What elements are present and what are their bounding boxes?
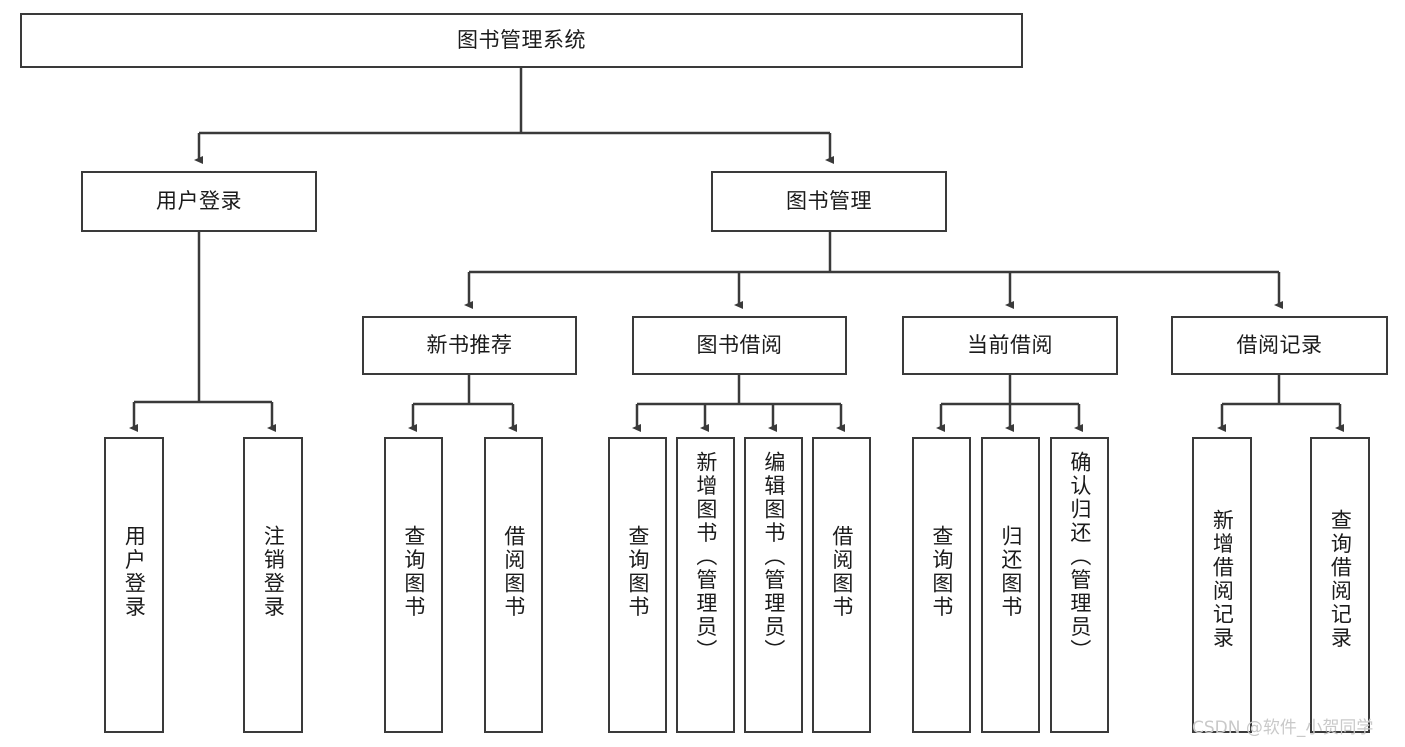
leaf-user-login-login[interactable]: 用户登录 bbox=[104, 437, 164, 733]
leaf-borrow-add-book-admin[interactable]: 新增图书（管理员） bbox=[676, 437, 735, 733]
leaf-current-confirm-return-admin[interactable]: 确认归还（管理员） bbox=[1050, 437, 1109, 733]
node-borrow-record[interactable]: 借阅记录 bbox=[1171, 316, 1388, 375]
node-label: 归还图书 bbox=[998, 525, 1023, 619]
node-label: 注销登录 bbox=[261, 525, 286, 619]
node-label: 图书借阅 bbox=[696, 333, 783, 358]
node-book-borrow[interactable]: 图书借阅 bbox=[632, 316, 847, 375]
node-label: 查询图书 bbox=[929, 525, 954, 619]
leaf-borrow-borrow-book[interactable]: 借阅图书 bbox=[812, 437, 871, 733]
node-label: 查询借阅记录 bbox=[1328, 509, 1353, 650]
leaf-borrow-edit-book-admin[interactable]: 编辑图书（管理员） bbox=[744, 437, 803, 733]
node-label: 确认归还（管理员） bbox=[1067, 451, 1092, 663]
node-label: 用户登录 bbox=[122, 525, 147, 619]
node-label: 图书管理系统 bbox=[457, 28, 586, 53]
leaf-current-query-book[interactable]: 查询图书 bbox=[912, 437, 971, 733]
node-label: 新书推荐 bbox=[426, 333, 513, 358]
node-book-management-system[interactable]: 图书管理系统 bbox=[20, 13, 1023, 68]
node-label: 当前借阅 bbox=[967, 333, 1053, 358]
leaf-borrow-query-book[interactable]: 查询图书 bbox=[608, 437, 667, 733]
node-label: 用户登录 bbox=[156, 189, 242, 214]
leaf-record-query-record[interactable]: 查询借阅记录 bbox=[1310, 437, 1370, 733]
node-label: 借阅记录 bbox=[1236, 333, 1323, 358]
node-new-book-recommend[interactable]: 新书推荐 bbox=[362, 316, 577, 375]
csdn-watermark: CSDN @软件_小贺同学 bbox=[1192, 718, 1374, 738]
node-label: 查询图书 bbox=[625, 525, 650, 619]
leaf-recommend-borrow-book[interactable]: 借阅图书 bbox=[484, 437, 543, 733]
node-label: 编辑图书（管理员） bbox=[761, 451, 786, 663]
leaf-current-return-book[interactable]: 归还图书 bbox=[981, 437, 1040, 733]
leaf-record-add-record[interactable]: 新增借阅记录 bbox=[1192, 437, 1252, 733]
leaf-recommend-query-book[interactable]: 查询图书 bbox=[384, 437, 443, 733]
node-label: 借阅图书 bbox=[829, 525, 854, 619]
node-book-management[interactable]: 图书管理 bbox=[711, 171, 947, 232]
node-label: 新增借阅记录 bbox=[1210, 509, 1235, 650]
node-label: 新增图书（管理员） bbox=[693, 451, 718, 663]
node-label: 借阅图书 bbox=[501, 525, 526, 619]
node-current-borrow[interactable]: 当前借阅 bbox=[902, 316, 1118, 375]
leaf-user-login-logout[interactable]: 注销登录 bbox=[243, 437, 303, 733]
node-label: 图书管理 bbox=[786, 189, 872, 214]
node-label: 查询图书 bbox=[401, 525, 426, 619]
node-user-login[interactable]: 用户登录 bbox=[81, 171, 317, 232]
